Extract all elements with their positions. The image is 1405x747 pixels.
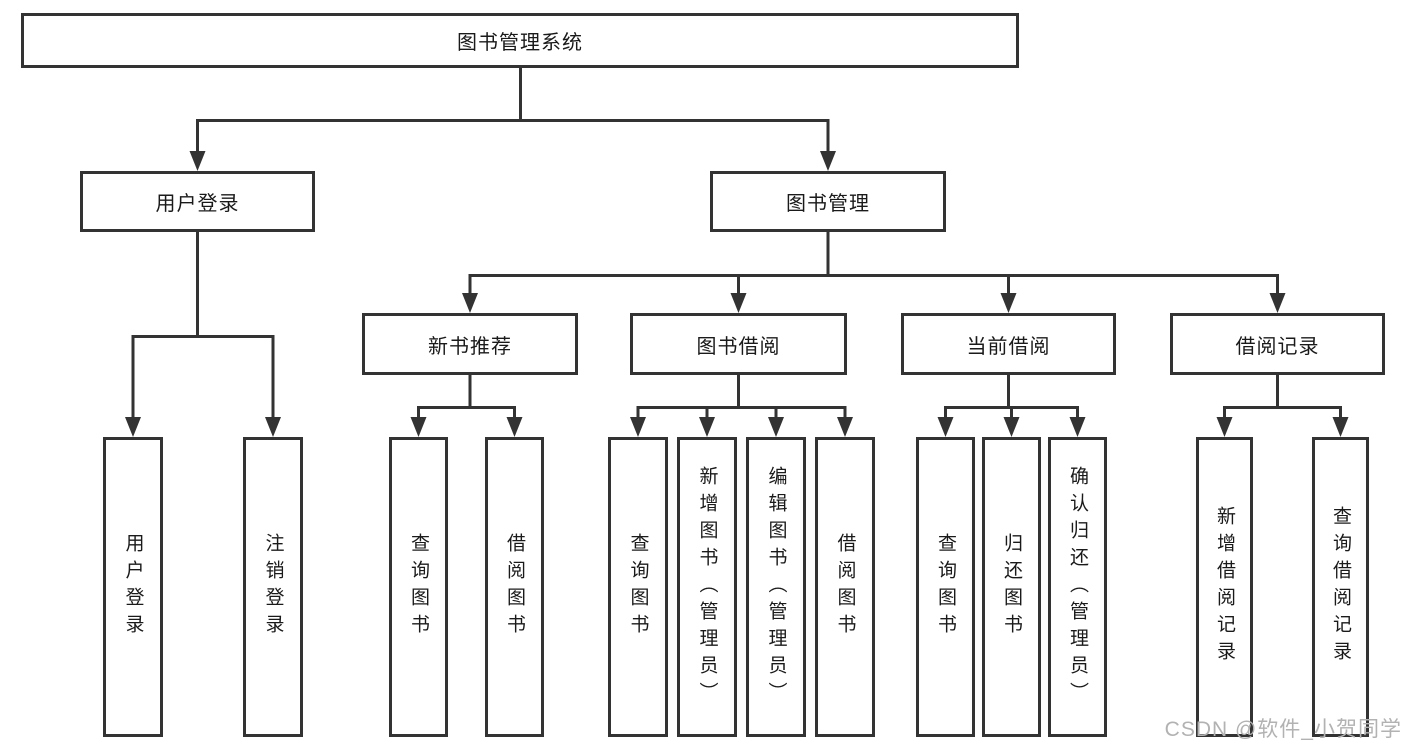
leaf-label: 归还图书 xyxy=(1001,533,1022,641)
leaf-label: 新增借阅记录 xyxy=(1214,506,1235,668)
node-current-borrowing: 当前借阅 xyxy=(901,313,1116,375)
node-book-borrowing: 图书借阅 xyxy=(630,313,847,375)
leaf-label: 注销登录 xyxy=(262,533,284,641)
leaf-label: 查询图书 xyxy=(935,533,956,641)
leaf-label: 查询图书 xyxy=(627,533,649,641)
leaf-user-login: 用户登录 xyxy=(103,437,163,737)
leaf-label: 确认归还（管理员） xyxy=(1067,465,1088,709)
leaf-borrowing-query-books: 查询图书 xyxy=(608,437,668,737)
leaf-logout: 注销登录 xyxy=(243,437,303,737)
leaf-label: 用户登录 xyxy=(122,533,144,641)
leaf-label: 编辑图书（管理员） xyxy=(765,465,787,709)
leaf-recommend-borrow-books: 借阅图书 xyxy=(485,437,544,737)
node-borrowing-records: 借阅记录 xyxy=(1170,313,1385,375)
leaf-label: 新增图书（管理员） xyxy=(696,465,718,709)
node-user-login: 用户登录 xyxy=(80,171,315,232)
arrowheads xyxy=(125,151,1349,437)
leaf-confirm-return-admin: 确认归还（管理员） xyxy=(1048,437,1107,737)
leaf-current-query-books: 查询图书 xyxy=(916,437,975,737)
leaf-query-borrow-record: 查询借阅记录 xyxy=(1312,437,1369,737)
node-new-book-recommend: 新书推荐 xyxy=(362,313,578,375)
leaf-label: 借阅图书 xyxy=(504,533,525,641)
leaf-label: 查询图书 xyxy=(408,533,429,641)
leaf-borrowing-borrow-books: 借阅图书 xyxy=(815,437,875,737)
leaf-recommend-query-books: 查询图书 xyxy=(389,437,448,737)
csdn-watermark: CSDN @软件_小贺同学 xyxy=(1164,718,1402,741)
leaf-label: 查询借阅记录 xyxy=(1330,506,1351,668)
node-book-management: 图书管理 xyxy=(710,171,946,232)
leaf-return-books: 归还图书 xyxy=(982,437,1041,737)
leaf-add-borrow-record: 新增借阅记录 xyxy=(1196,437,1253,737)
leaf-edit-books-admin: 编辑图书（管理员） xyxy=(746,437,806,737)
leaf-label: 借阅图书 xyxy=(834,533,856,641)
leaf-add-books-admin: 新增图书（管理员） xyxy=(677,437,737,737)
node-root-library-system: 图书管理系统 xyxy=(21,13,1019,68)
